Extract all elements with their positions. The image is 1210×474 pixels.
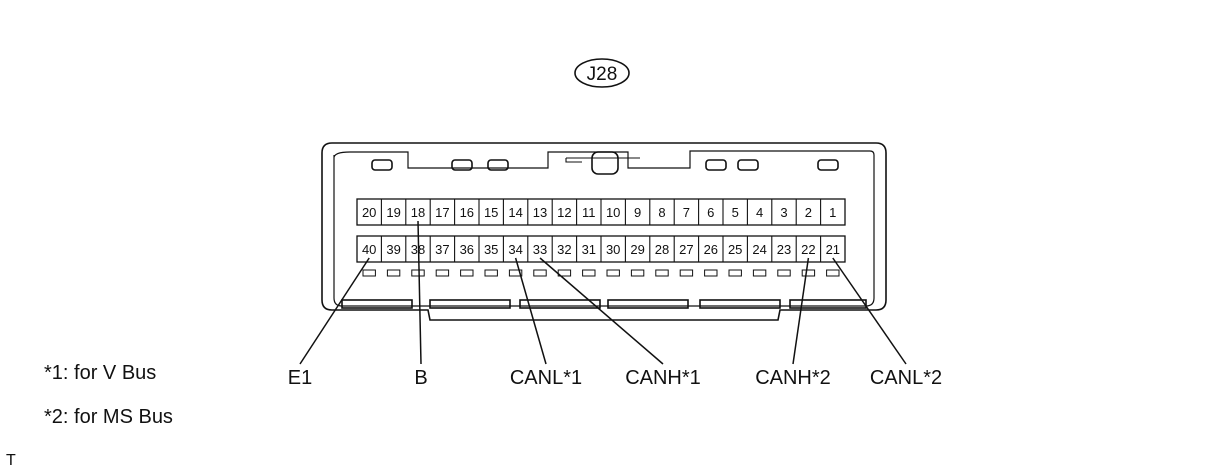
pin-33: 33 — [533, 242, 547, 257]
pin-grid: 2019181716151413121110987654321403938373… — [356, 198, 846, 277]
pin-slot — [411, 269, 425, 277]
pin-40: 40 — [362, 242, 376, 257]
leader-40 — [299, 257, 370, 365]
pin-11: 11 — [582, 205, 596, 220]
pin-slot — [386, 269, 401, 277]
pin-7: 7 — [683, 205, 690, 220]
callout-label-33: CANH*1 — [625, 367, 701, 389]
pin-slot — [679, 269, 694, 277]
pin-slot — [826, 269, 840, 277]
leader-21 — [832, 257, 907, 365]
leader-18 — [417, 220, 422, 365]
pin-13: 13 — [533, 205, 547, 220]
callout-leaders — [299, 220, 907, 365]
pin-26: 26 — [704, 242, 718, 257]
pin-slot — [777, 269, 791, 277]
callout-label-21: CANL*2 — [870, 367, 942, 389]
callout-labels: E1 B CANL*1 CANH*1 CANH*2 CANL*2 — [288, 367, 942, 389]
connector-id-bubble — [574, 58, 630, 88]
leader-34 — [514, 257, 547, 365]
pin-22: 22 — [801, 242, 815, 257]
pin-4: 4 — [756, 205, 763, 220]
connector-housing — [321, 142, 887, 321]
note-ms-bus: *2: for MS Bus — [44, 406, 173, 428]
pin-slot — [630, 269, 645, 277]
pin-20: 20 — [362, 205, 376, 220]
leader-33 — [539, 257, 664, 365]
pin-slot — [484, 269, 498, 277]
pin-slot — [801, 269, 816, 277]
pin-39: 39 — [386, 242, 400, 257]
pin-slot — [752, 269, 767, 277]
callout-label-34: CANL*1 — [510, 367, 582, 389]
pin-slot — [655, 269, 669, 277]
pin-slot — [704, 269, 718, 277]
pin-25: 25 — [728, 242, 742, 257]
pin-3: 3 — [780, 205, 787, 220]
callout-label-40: E1 — [288, 367, 312, 389]
pin-24: 24 — [752, 242, 766, 257]
pin-21: 21 — [826, 242, 840, 257]
pin-9: 9 — [634, 205, 641, 220]
pin-36: 36 — [460, 242, 474, 257]
pin-slot — [582, 269, 596, 277]
pin-28: 28 — [655, 242, 669, 257]
corner-mark: T — [6, 452, 16, 469]
pin-slot — [362, 269, 376, 277]
pin-16: 16 — [460, 205, 474, 220]
pin-slot — [606, 269, 620, 277]
pin-32: 32 — [557, 242, 571, 257]
pin-17: 17 — [435, 205, 449, 220]
pin-31: 31 — [582, 242, 596, 257]
pin-12: 12 — [557, 205, 571, 220]
pin-27: 27 — [679, 242, 693, 257]
pin-slot — [460, 269, 474, 277]
callout-label-18: B — [414, 367, 427, 389]
pin-19: 19 — [386, 205, 400, 220]
pin-18: 18 — [411, 205, 425, 220]
pin-slot — [728, 269, 742, 277]
pin-10: 10 — [606, 205, 620, 220]
connector-id: J28 — [587, 64, 618, 85]
pin-1: 1 — [829, 205, 836, 220]
pin-15: 15 — [484, 205, 498, 220]
pin-29: 29 — [630, 242, 644, 257]
pin-30: 30 — [606, 242, 620, 257]
pin-8: 8 — [658, 205, 665, 220]
pin-6: 6 — [707, 205, 714, 220]
pin-34: 34 — [508, 242, 522, 257]
pin-2: 2 — [805, 205, 812, 220]
pin-slot — [435, 269, 450, 277]
pin-slot — [508, 269, 523, 277]
pin-5: 5 — [732, 205, 739, 220]
pin-35: 35 — [484, 242, 498, 257]
pin-14: 14 — [508, 205, 522, 220]
pin-23: 23 — [777, 242, 791, 257]
callout-label-22: CANH*2 — [755, 367, 831, 389]
note-v-bus: *1: for V Bus — [44, 362, 157, 384]
pin-slot — [533, 269, 547, 277]
leader-22 — [792, 257, 810, 365]
pin-37: 37 — [435, 242, 449, 257]
